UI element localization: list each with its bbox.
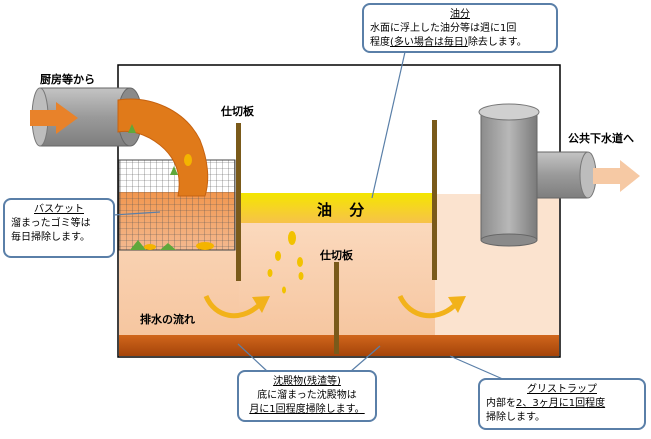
partition-3 [432,120,437,280]
sediment-callout-pointer-a [237,343,269,373]
oil-callout-title: 油分 [450,9,470,20]
trap-callout-title: グリストラップ [527,384,597,395]
inlet-label: 厨房等から [40,73,95,86]
inflow-arrow [30,102,78,134]
outlet-pipe-vertical [480,114,538,241]
partition-2 [334,262,339,354]
sediment-callout-line2: 月に1回程度掃除します。 [249,404,365,415]
outlet-label: 公共下水道へ [568,132,634,145]
inflow-stream [117,98,209,197]
flow-arrow-1-head [252,296,270,313]
basket-callout-line1: 溜まったゴミ等は [11,218,91,229]
flow-label: 排水の流れ [140,313,195,326]
sediment-callout: 沈殿物(残渣等) 底に溜まった沈殿物は 月に1回程度掃除します。 [237,370,377,422]
partition-1 [236,123,241,281]
sediment-callout-title: 沈殿物(残渣等) [273,376,341,387]
oil-droplet [298,272,304,280]
debris [160,243,176,250]
debris [128,124,136,133]
flow-arrow-2-head [448,296,466,313]
oil-callout: 油分 水面に浮上した油分等は週に1回 程度(多い場合は毎日)除去します。 [362,3,558,53]
oil-layer [239,193,435,223]
trap-callout-line1: 内部を2、3ヶ月に1回程度 [486,398,606,409]
oil-droplet [267,269,273,277]
oil-callout-line2: 程度(多い場合は毎日)除去します。 [370,37,527,48]
basket-callout-pointer [112,211,161,216]
debris [130,240,146,250]
trap-callout-line2: 掃除します。 [486,412,545,423]
flow-arrow-2 [397,294,456,319]
oil-callout-pointer [371,51,406,199]
partition-label-bottom: 仕切板 [320,249,353,262]
basket [118,159,236,251]
oil-layer-label: 油 分 [317,201,371,219]
oil-droplet [297,257,303,267]
basket-callout-title: バスケット [34,204,84,215]
basket-callout-line2: 毎日掃除します。 [11,232,90,243]
outlet-pipe-horizontal [536,151,588,199]
oil-droplet [288,231,296,245]
flow-arrow-1 [203,294,260,319]
outlet-pipe-bottom [480,233,538,247]
debris [144,244,156,250]
sediment-callout-pointer-b [349,345,381,373]
trap-callout-pointer [449,355,506,381]
oil-callout-line1: 水面に浮上した油分等は週に1回 [370,23,517,34]
debris [196,242,214,250]
sediment-callout-line1: 底に溜まった沈殿物は [257,390,357,401]
outflow-arrow [593,160,640,192]
basket-callout: バスケット 溜まったゴミ等は 毎日掃除します。 [3,198,115,258]
partition-label-top: 仕切板 [221,105,254,118]
debris [170,166,178,175]
debris [184,154,192,166]
outlet-pipe-top [478,103,540,121]
oil-droplet [275,251,281,261]
oil-droplet [282,286,286,294]
trap-callout: グリストラップ 内部を2、3ヶ月に1回程度 掃除します。 [478,378,646,430]
